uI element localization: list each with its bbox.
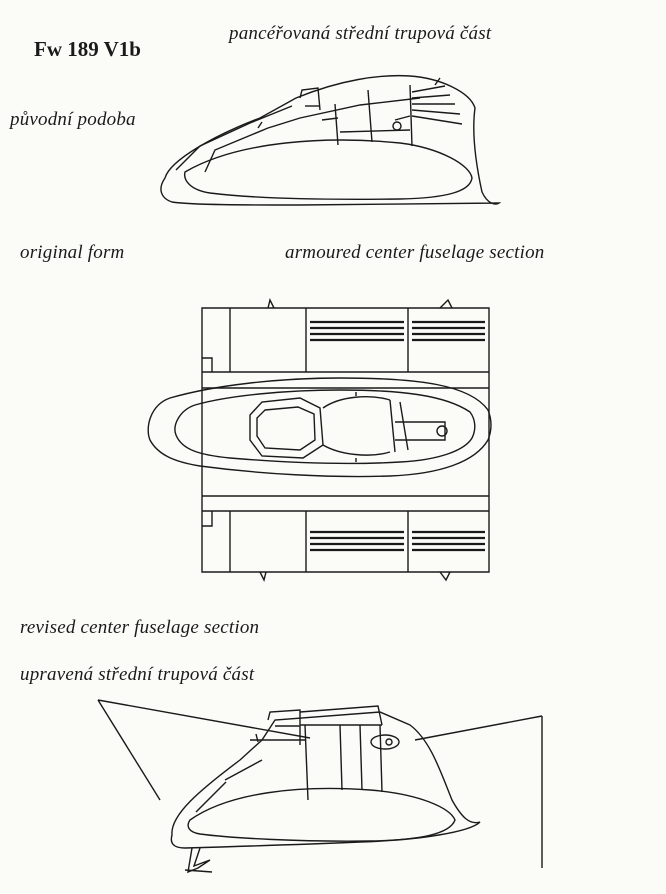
armoured-section-label-cz: pancéřovaná střední trupová část [229,23,492,44]
original-form-label-en: original form [20,242,125,263]
revised-inner-ellipse [188,789,455,842]
aircraft-title: Fw 189 V1b [34,37,141,61]
tail-skid [188,848,210,872]
revised-section-label-cz: upravená střední trupová část [20,664,255,685]
original-form-label-cz: původní podoba [10,109,136,130]
fuselage-inner-outline [175,390,475,463]
revised-section-label-en: revised center fuselage section [20,617,260,638]
fuselage-outline-top [148,378,491,477]
antenna-wire-right [415,716,542,740]
armoured-section-label-en: armoured center fuselage section [285,242,545,263]
revised-fuselage-outline [171,712,480,848]
center-section-frame [202,308,489,572]
original-inner-ellipse [185,140,472,199]
top-hatch-lines [310,322,485,340]
antenna-wire-left [98,700,160,800]
bottom-hatch-lines [310,532,485,550]
